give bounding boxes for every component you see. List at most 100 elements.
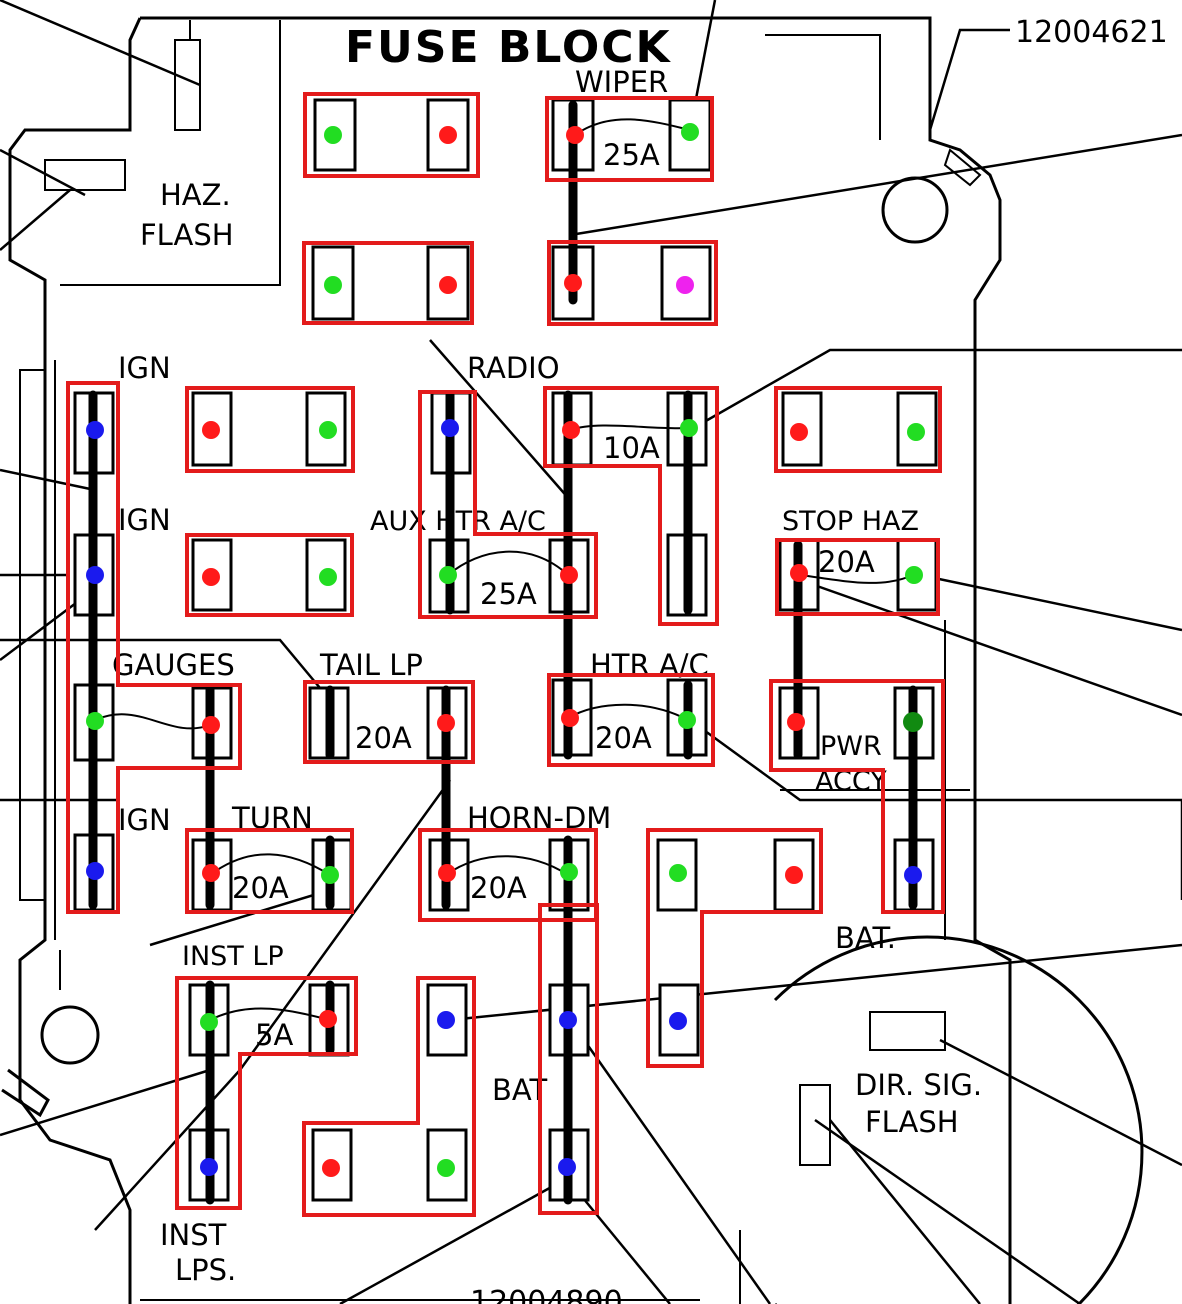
label-tail-lp: TAIL LP — [319, 648, 423, 682]
highlight-box — [302, 976, 476, 1217]
label-ign-3: IGN — [118, 803, 171, 837]
label-ign-1: IGN — [118, 351, 171, 385]
label-haz-flash-2: FLASH — [140, 218, 234, 252]
label-radio: RADIO — [467, 351, 560, 385]
marker-dot — [86, 421, 104, 439]
marker-dot — [790, 423, 808, 441]
marker-dot — [562, 421, 580, 439]
marker-dot — [903, 712, 923, 732]
marker-dot — [200, 1158, 218, 1176]
highlight-box — [175, 976, 358, 1210]
marker-dot — [202, 716, 220, 734]
label-bat-1: BAT. — [835, 921, 896, 955]
terminal-markers — [86, 123, 925, 1177]
label-htr-amp: 20A — [595, 721, 652, 755]
label-aux-htr-ac: AUX HTR A/C — [370, 506, 546, 537]
label-pwr: PWR — [820, 731, 882, 762]
label-tail-amp: 20A — [355, 721, 412, 755]
marker-dot — [86, 566, 104, 584]
marker-dot — [319, 1010, 337, 1028]
highlight-box — [547, 673, 715, 767]
marker-dot — [439, 566, 457, 584]
part-number-bottom: 12004890 — [470, 1285, 623, 1304]
marker-dot — [560, 863, 578, 881]
highlight-box — [185, 533, 354, 617]
highlight-box — [538, 903, 599, 1215]
marker-dot — [564, 274, 582, 292]
mounting-hole-bottom-left — [40, 1005, 100, 1065]
highlight-box — [543, 386, 719, 626]
dir-sig-flash-socket — [773, 935, 1144, 1304]
highlight-box — [302, 241, 474, 325]
marker-dot — [202, 864, 220, 882]
marker-dot — [790, 564, 808, 582]
label-inst-lp: INST LP — [182, 941, 284, 972]
marker-dot — [439, 126, 457, 144]
highlight-box — [303, 92, 480, 178]
label-ign-2: IGN — [118, 503, 171, 537]
marker-dot — [787, 713, 805, 731]
marker-dot — [86, 712, 104, 730]
highlight-box — [66, 381, 242, 914]
marker-dot — [319, 568, 337, 586]
label-stop-amp: 20A — [818, 545, 875, 579]
label-inst-lps-2: LPS. — [175, 1253, 236, 1287]
marker-dot — [558, 1158, 576, 1176]
label-inst-amp: 5A — [255, 1018, 293, 1052]
marker-dot — [438, 864, 456, 882]
part-number-top: 12004621 — [1015, 15, 1168, 50]
label-dir-sig-1: DIR. SIG. — [855, 1068, 982, 1102]
marker-dot — [669, 864, 687, 882]
highlight-box — [769, 679, 945, 914]
marker-dot — [678, 711, 696, 729]
marker-dot — [321, 866, 339, 884]
marker-dot — [905, 566, 923, 584]
label-turn-amp: 20A — [232, 871, 289, 905]
marker-dot — [202, 568, 220, 586]
label-radio-amp: 10A — [603, 431, 660, 465]
label-aux-amp: 25A — [480, 577, 537, 611]
highlight-box — [775, 538, 940, 616]
marker-dot — [437, 714, 455, 732]
fuse-block-outline — [1, 16, 1144, 1304]
marker-dot — [324, 126, 342, 144]
marker-dot — [561, 709, 579, 727]
diagram-title: FUSE BLOCK — [345, 22, 672, 73]
highlight-box — [418, 390, 598, 619]
label-wiper: WIPER — [575, 65, 668, 99]
marker-dot — [785, 866, 803, 884]
highlight-box — [774, 386, 942, 473]
marker-dot — [907, 423, 925, 441]
marker-dot — [200, 1013, 218, 1031]
label-inst-lps-1: INST — [160, 1218, 227, 1252]
marker-dot — [202, 421, 220, 439]
marker-dot — [566, 126, 584, 144]
marker-dot — [559, 1011, 577, 1029]
highlight-box — [418, 828, 598, 922]
highlight-outlines — [66, 92, 945, 1217]
marker-dot — [904, 866, 922, 884]
marker-dot — [441, 419, 459, 437]
marker-dot — [86, 862, 104, 880]
marker-dot — [560, 566, 578, 584]
label-dir-sig-2: FLASH — [865, 1105, 959, 1139]
highlight-box — [646, 828, 823, 1068]
fuse-elements — [94, 118, 914, 1021]
highlight-box — [303, 680, 475, 764]
highlight-box — [547, 240, 718, 326]
label-stop-haz: STOP HAZ — [782, 506, 919, 537]
marker-dot — [669, 1012, 687, 1030]
highlight-box — [185, 386, 355, 473]
label-haz-flash-1: HAZ. — [160, 178, 231, 212]
marker-dot — [319, 421, 337, 439]
marker-dot — [681, 123, 699, 141]
highlight-box — [185, 828, 354, 914]
marker-dot — [680, 419, 698, 437]
marker-dot — [676, 276, 694, 294]
marker-dot — [322, 1159, 340, 1177]
highlight-box — [545, 96, 714, 182]
marker-dot — [437, 1159, 455, 1177]
mounting-hole-top-right — [881, 176, 949, 244]
